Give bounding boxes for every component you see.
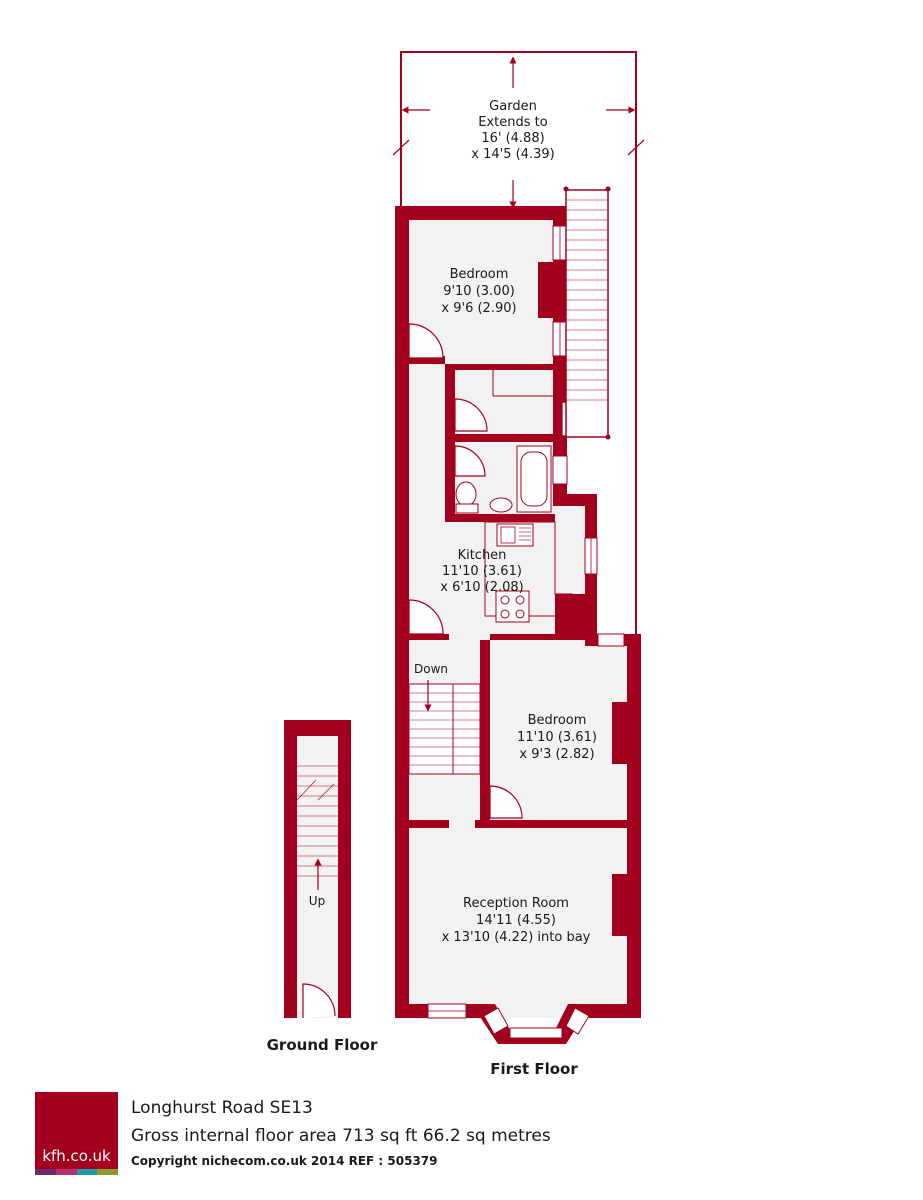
stripe-segment-2 [55, 1169, 77, 1175]
footer: kfh.co.uk Longhurst Road SE13 Gross inte… [0, 1085, 923, 1200]
stairs-down-label: Down [414, 662, 448, 676]
ground-floor-plan [284, 720, 351, 1018]
logo-color-stripe [35, 1169, 118, 1175]
first-floor-label: First Floor [490, 1060, 578, 1078]
copyright: Copyright nichecom.co.uk 2014 REF : 5053… [131, 1154, 438, 1168]
floor-area: Gross internal floor area 713 sq ft 66.2… [131, 1126, 551, 1146]
stripe-segment-3 [76, 1169, 98, 1175]
stairs-up-label: Up [309, 894, 325, 908]
stripe-segment-4 [97, 1169, 118, 1175]
stripe-segment-1 [35, 1169, 56, 1175]
kfh-logo[interactable]: kfh.co.uk [35, 1092, 118, 1175]
garden [392, 51, 645, 640]
first-floor-plan [395, 186, 641, 1044]
property-address: Longhurst Road SE13 [131, 1098, 313, 1118]
ground-floor-label: Ground Floor [267, 1036, 378, 1054]
logo-text: kfh.co.uk [42, 1147, 111, 1165]
